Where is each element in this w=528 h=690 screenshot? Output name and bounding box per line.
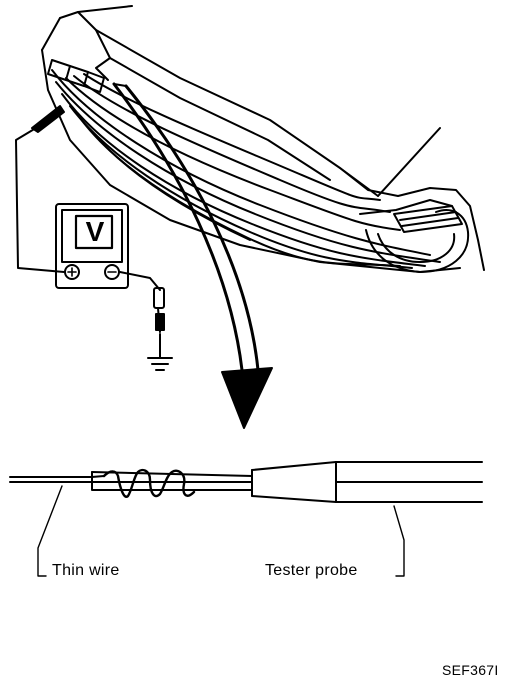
probe-tip xyxy=(91,469,253,497)
probe-handle xyxy=(251,461,483,503)
positive-lead xyxy=(15,105,65,273)
ground-icon xyxy=(147,357,173,371)
leader-lines xyxy=(37,485,405,577)
negative-terminal-icon xyxy=(104,264,120,280)
zoom-arrow-icon xyxy=(112,82,273,429)
wire-coil xyxy=(102,468,196,498)
thin-wire-label: Thin wire xyxy=(52,562,120,579)
meter-display-letter: V xyxy=(85,216,105,247)
thin-wire xyxy=(9,475,105,483)
tester-probe-label: Tester probe xyxy=(265,562,358,579)
figure-code: SEF367I xyxy=(442,662,499,678)
positive-terminal-icon xyxy=(64,264,80,280)
harness-connector xyxy=(41,5,485,273)
negative-lead xyxy=(119,271,165,359)
